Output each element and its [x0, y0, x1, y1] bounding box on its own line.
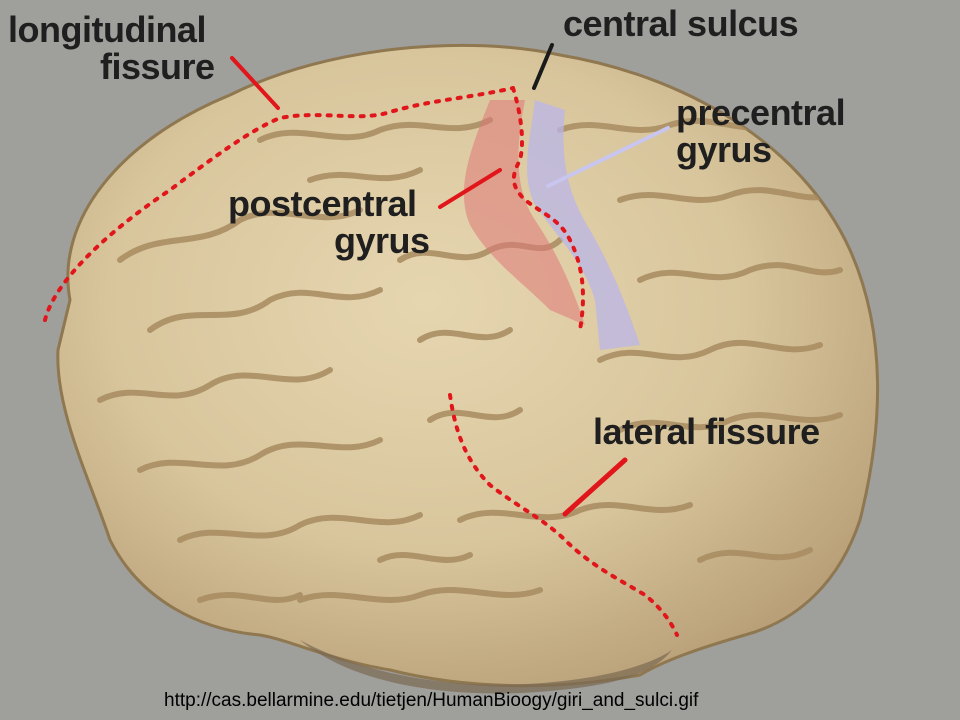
lateral-fissure-leader [562, 457, 628, 517]
postcentral-gyrus-label: postcentral gyrus [228, 183, 430, 261]
cerebellum-shadow [300, 640, 672, 694]
lateral-fissure-line [448, 393, 679, 637]
postcentral-gyrus-highlight [463, 100, 585, 325]
lateral-fissure-label: lateral fissure [593, 411, 820, 452]
central-sulcus-label: central sulcus [563, 3, 799, 44]
longitudinal-fissure-label-line2: fissure [100, 45, 215, 87]
postcentral-gyrus-label-line1: postcentral [228, 183, 417, 224]
precentral-gyrus-label-line2: gyrus [676, 128, 772, 170]
gyrus-folds [97, 117, 843, 603]
longitudinal-fissure-leader [230, 56, 280, 110]
source-url-caption: http://cas.bellarmine.edu/tietjen/HumanB… [164, 690, 699, 711]
precentral-gyrus-label: precentral gyrus [676, 92, 846, 170]
precentral-gyrus-highlight [527, 100, 640, 350]
longitudinal-fissure-line [43, 86, 515, 322]
precentral-gyrus-leader [546, 126, 670, 188]
postcentral-gyrus-leader [438, 168, 502, 209]
postcentral-gyrus-label-line2: gyrus [334, 219, 430, 261]
precentral-gyrus-label-line1: precentral [676, 92, 846, 133]
longitudinal-fissure-label: longitudinal fissure [8, 9, 215, 87]
brain-tissue [56, 43, 879, 688]
central-sulcus-leader [532, 43, 554, 90]
longitudinal-fissure-label-line1: longitudinal [8, 9, 206, 50]
